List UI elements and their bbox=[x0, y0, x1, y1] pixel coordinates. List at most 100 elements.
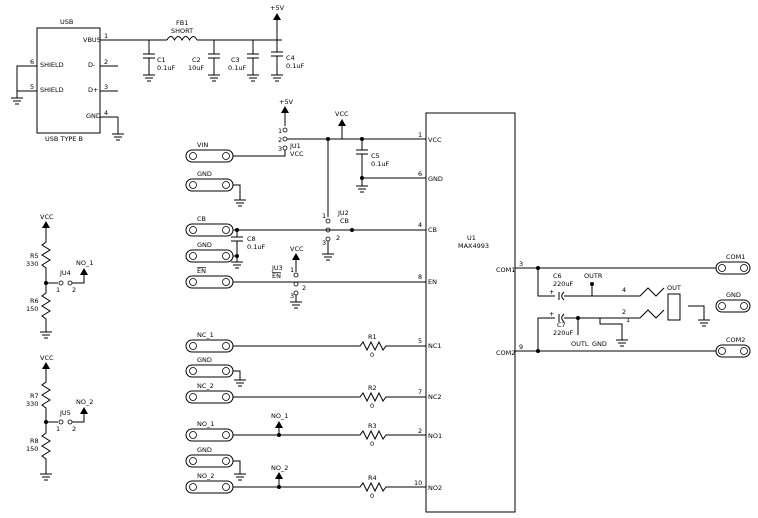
fb1-value: SHORT bbox=[171, 27, 193, 35]
no2-arrow bbox=[275, 472, 283, 479]
ground-symbol bbox=[112, 133, 124, 141]
usb-pin-num-6: 6 bbox=[30, 58, 34, 66]
test-pad-com2-right[interactable]: COM2 bbox=[715, 336, 751, 358]
test-pad-outline bbox=[715, 299, 751, 313]
test-pad-hole bbox=[189, 226, 197, 234]
cap-c3-value: 0.1uF bbox=[228, 64, 246, 72]
vcc-label-r7: VCC bbox=[40, 354, 54, 362]
rail-5v-top-label: +5V bbox=[270, 4, 285, 12]
r5-value: 330 bbox=[26, 260, 38, 268]
cap-c7-ref: C7 bbox=[557, 321, 566, 329]
r7-symbol bbox=[41, 369, 58, 423]
ic-u1: U1 MAX4993 VCC GND CB EN NC1 NC2 NO1 NO2… bbox=[414, 112, 523, 513]
ju4-out-wire bbox=[72, 275, 85, 284]
test-pad-gnd-6[interactable]: GND bbox=[185, 356, 234, 378]
led-no1-circuit: VCC R5 330 R6 150 1 2 JU4 NO_1 bbox=[26, 213, 93, 332]
ground-symbol bbox=[234, 199, 246, 207]
ju3-pin-num-1: 1 bbox=[290, 266, 294, 274]
ic-pin-num-6: 6 bbox=[418, 170, 422, 178]
ic-pin-num-2: 2 bbox=[418, 427, 422, 435]
test-pad-nc2-7[interactable]: NC_2 bbox=[185, 382, 234, 404]
ground-symbol bbox=[208, 74, 220, 82]
out-jack-ref: OUT bbox=[667, 284, 681, 292]
ju3-pin3 bbox=[293, 290, 299, 296]
cap-c2-value: 10uF bbox=[188, 64, 204, 72]
vin-wire bbox=[233, 150, 286, 157]
cap-c7-value: 220uF bbox=[553, 329, 574, 337]
cap-c7-plus: + bbox=[549, 310, 554, 318]
test-pad-hole bbox=[718, 264, 726, 272]
test-pad-gnd-3[interactable]: GND bbox=[185, 241, 234, 263]
test-pad-nc1-5[interactable]: NC_1 bbox=[185, 331, 234, 353]
test-pad-label: NC_1 bbox=[197, 331, 214, 339]
ju5-pin1 bbox=[58, 419, 64, 425]
cap-c1: C1 0.1uF bbox=[143, 40, 175, 75]
cap-c8-value: 0.1uF bbox=[247, 243, 265, 251]
ju5-net-label: NO_2 bbox=[76, 398, 93, 406]
right-gnd-wire bbox=[688, 305, 705, 320]
ic-pin-num-4: 4 bbox=[418, 221, 422, 229]
test-pad-cb-2[interactable]: CB bbox=[185, 215, 234, 237]
usb-pin-name-vbus: VBUS bbox=[83, 36, 101, 44]
ju5-ref: JU5 bbox=[59, 409, 71, 417]
test-pad-no1-8[interactable]: NO_1 bbox=[185, 420, 234, 442]
test-pad-label: NC_2 bbox=[197, 382, 214, 390]
ju1-5v-label: +5V bbox=[279, 98, 294, 106]
ju3-pin-num-3: 3 bbox=[290, 292, 294, 300]
cap-c5-value: 0.1uF bbox=[371, 160, 389, 168]
test-pad-vin-0[interactable]: VIN bbox=[185, 141, 234, 163]
test-pad-hole bbox=[718, 347, 726, 355]
r5-ref: R5 bbox=[30, 252, 39, 260]
ju1-pin2 bbox=[282, 136, 288, 142]
usb-pin-name-dplus: D+ bbox=[88, 86, 98, 94]
cap-c6-plus: + bbox=[549, 288, 554, 296]
ground-symbol bbox=[40, 473, 52, 481]
ju1-pin3 bbox=[282, 145, 288, 151]
test-pad-outline bbox=[185, 339, 234, 353]
ground-symbol bbox=[271, 74, 283, 82]
test-pad-label: VIN bbox=[197, 141, 208, 149]
r1-net bbox=[233, 340, 426, 352]
test-pad-no2-10[interactable]: NO_2 bbox=[185, 472, 234, 494]
test-pad-outline bbox=[715, 261, 751, 275]
no2-net-label: NO_2 bbox=[271, 464, 288, 472]
test-pad-hole bbox=[189, 252, 197, 260]
test-pad-en-4[interactable]: EN bbox=[185, 267, 234, 289]
test-pad-label: CB bbox=[197, 215, 206, 223]
ground-symbol bbox=[322, 253, 334, 261]
test-pad-outline bbox=[185, 275, 234, 289]
usb-pin-num-3: 3 bbox=[104, 83, 108, 91]
ic-pin-name-com1: COM1 bbox=[496, 266, 515, 274]
ic-pin-name-nc2: NC2 bbox=[428, 393, 442, 401]
ju3-pin2 bbox=[293, 281, 299, 287]
test-pad-hole bbox=[718, 302, 726, 310]
test-pad-label: GND bbox=[197, 170, 212, 178]
ground-symbol bbox=[356, 185, 368, 193]
ground-symbol bbox=[231, 261, 243, 269]
test-pad-hole bbox=[222, 152, 230, 160]
usb-subtitle: USB TYPE B bbox=[45, 135, 83, 143]
ju2-pin-num-1: 1 bbox=[322, 212, 326, 220]
test-pad-outline bbox=[185, 149, 234, 163]
test-pad-hole bbox=[740, 302, 748, 310]
test-pad-outline bbox=[185, 223, 234, 237]
usb-pin-name-dminus: D- bbox=[88, 61, 96, 69]
ju3-pin-num-2: 2 bbox=[302, 284, 306, 292]
r3-ref: R3 bbox=[368, 422, 377, 430]
test-pad-gnd-right[interactable]: GND bbox=[715, 291, 751, 313]
junction-no2 bbox=[277, 485, 281, 489]
test-pad-hole bbox=[740, 347, 748, 355]
ju3-net: EN bbox=[272, 272, 281, 280]
ju4-ref: JU4 bbox=[59, 269, 71, 277]
ic-pin-name-cb: CB bbox=[428, 226, 437, 234]
cap-c4-value: 0.1uF bbox=[286, 62, 304, 70]
r2-value: 0 bbox=[370, 402, 374, 410]
test-pad-com1-right[interactable]: COM1 bbox=[715, 253, 751, 275]
r4-net bbox=[233, 481, 426, 493]
test-pad-gnd-9[interactable]: GND bbox=[185, 446, 234, 468]
ju1-pin1 bbox=[282, 127, 288, 133]
usb-title: USB bbox=[60, 18, 73, 26]
test-pad-gnd-1[interactable]: GND bbox=[185, 170, 234, 192]
